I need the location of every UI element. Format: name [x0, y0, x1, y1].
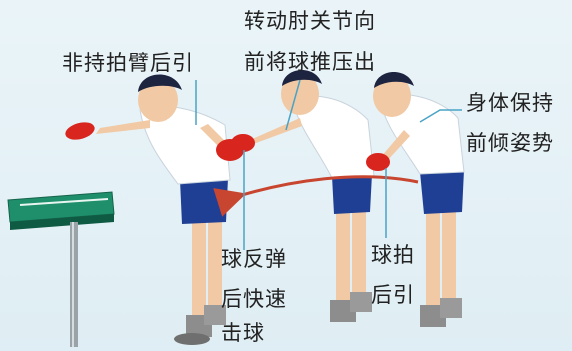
label-rebound-line1: 球反弹: [221, 247, 287, 271]
label-backswing-line1: 球拍: [371, 243, 415, 267]
player-figure-middle: [231, 69, 375, 322]
motion-arrow: [213, 175, 419, 217]
label-body-line2: 前倾姿势: [466, 131, 554, 155]
player-figure-right: [366, 71, 465, 327]
label-rebound-line3: 击球: [221, 321, 265, 345]
leader-lines: [195, 79, 462, 250]
label-rebound-line2: 后快速: [221, 287, 287, 311]
label-non-racket-arm: 非持拍臂后引: [62, 51, 194, 75]
table-tennis-table: [7, 191, 115, 347]
label-elbow-line1: 转动肘关节向: [244, 9, 376, 33]
player-figure-left: [65, 74, 244, 345]
label-backswing-line2: 后引: [371, 283, 415, 307]
label-elbow-line2: 前将球推压出: [244, 50, 376, 74]
label-body-line1: 身体保持: [466, 91, 554, 115]
